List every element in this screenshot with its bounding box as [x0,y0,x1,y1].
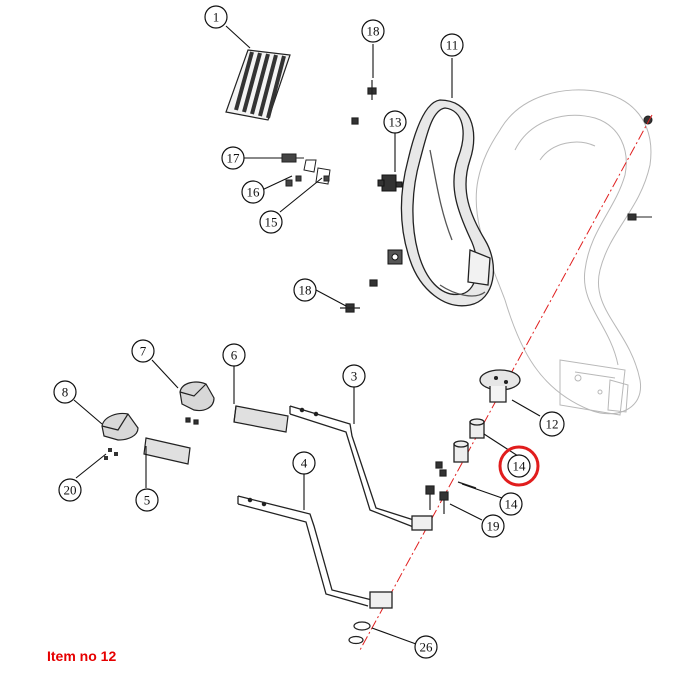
callout-1: 11 [440,33,464,57]
part-8-armrest-pad [101,412,139,441]
svg-text:15: 15 [265,215,278,230]
part-11-mounting-plate [479,369,521,403]
svg-text:18: 18 [367,24,380,39]
callout-18-top: 18 [361,19,385,43]
callout-4: 4 [292,451,316,475]
part-6-flat-bar [233,405,289,433]
callout-8: 8 [53,380,77,404]
svg-text:13: 13 [389,115,402,130]
part-7-armrest-pad [179,381,215,425]
svg-text:17: 17 [227,151,241,166]
part-12-bushings [453,418,485,463]
svg-text:11: 11 [446,38,459,53]
svg-text:14: 14 [505,497,519,512]
ghost-seat-outline [475,89,652,416]
callout-6: 6 [222,343,246,367]
callout-15: 15 [259,210,283,234]
callout-17: 17 [221,146,245,170]
svg-text:8: 8 [62,385,69,400]
parts-15-16-17-hardware [281,153,331,187]
svg-text:6: 6 [231,348,238,363]
parts-14-19-bolts [425,461,477,514]
callout-18-lower: 18 [293,278,317,302]
callout-16: 16 [241,180,265,204]
callout-20: 20 [58,478,82,502]
callout-13: 13 [383,110,407,134]
part-3-arm-frame [289,405,433,531]
svg-text:19: 19 [487,519,500,534]
part-26-washers [348,621,371,645]
svg-text:7: 7 [140,344,147,359]
part-18-screws [340,80,378,313]
callout-19: 19 [481,514,505,538]
leader-lines [73,25,541,645]
callout-12-highlighted: 14 [498,445,540,487]
part-13-mechanism [377,174,403,265]
svg-text:1: 1 [213,10,220,25]
svg-text:20: 20 [64,483,77,498]
svg-text:18: 18 [299,283,312,298]
part-4-arm-frame [237,495,393,609]
callout-7: 7 [131,339,155,363]
svg-text:26: 26 [420,640,434,655]
callout-14: 14 [499,492,523,516]
part-1-backrest-shell [400,99,495,307]
svg-text:3: 3 [351,369,358,384]
part-5-flat-bar [143,437,191,465]
svg-text:16: 16 [247,185,261,200]
item-caption: Item no 12 [47,648,117,664]
callout-5: 5 [135,488,159,512]
svg-text:12: 12 [546,417,559,432]
part-2-slat-grille [225,49,291,121]
svg-text:4: 4 [301,456,308,471]
part-20-screws [104,448,118,460]
svg-text:14: 14 [513,459,527,474]
callout-11: 12 [539,411,565,437]
callout-3: 3 [342,364,366,388]
callout-2: 1 [204,5,228,29]
callout-26: 26 [414,635,438,659]
svg-text:5: 5 [144,493,151,508]
assembly-axis-line [359,114,653,651]
